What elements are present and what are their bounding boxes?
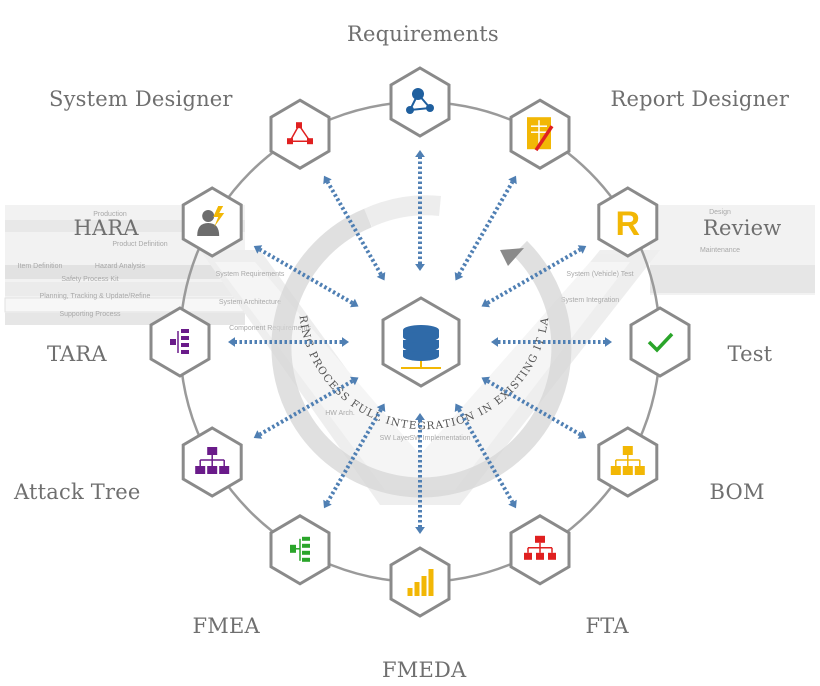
node-hexagon bbox=[269, 98, 331, 170]
label-test: Test bbox=[727, 341, 773, 366]
background-process-text: SW Implementation bbox=[409, 435, 470, 442]
node-review[interactable]: R bbox=[597, 186, 659, 258]
tree-structure-icon bbox=[290, 536, 310, 562]
database-icon bbox=[401, 325, 441, 369]
connector-arrow bbox=[454, 175, 517, 281]
label-fmeda: FMEDA bbox=[382, 657, 467, 682]
connector-arrow bbox=[491, 337, 612, 347]
triangle-nodes-icon bbox=[287, 122, 313, 145]
node-fta[interactable] bbox=[509, 514, 571, 586]
background-process-text: System (Vehicle) Test bbox=[566, 271, 633, 278]
connector-arrow bbox=[323, 403, 386, 509]
label-fmea: FMEA bbox=[192, 613, 260, 638]
node-requirements[interactable] bbox=[389, 66, 451, 138]
node-hexagon bbox=[597, 186, 659, 258]
side-tree-icon bbox=[170, 329, 189, 354]
connector-arrow bbox=[454, 403, 517, 509]
label-hara: HARA bbox=[73, 215, 139, 240]
label-attack-tree: Attack Tree bbox=[14, 479, 141, 504]
background-process-text: Product Definition bbox=[112, 241, 167, 248]
connector-arrow bbox=[228, 337, 349, 347]
tool-nodes: R bbox=[149, 66, 691, 618]
network-graph-icon bbox=[406, 88, 434, 114]
bar-chart-icon bbox=[407, 569, 434, 596]
background-process-text: Supporting Process bbox=[59, 311, 121, 318]
label-requirements: Requirements bbox=[347, 21, 499, 46]
connector-arrow bbox=[481, 376, 587, 439]
background-process-text: Component Requirements bbox=[229, 325, 311, 332]
background-process-text: System Integration bbox=[561, 297, 619, 304]
connector-arrow bbox=[253, 376, 359, 439]
cycle-arrowhead bbox=[500, 248, 524, 266]
cube-hierarchy-icon bbox=[610, 446, 645, 475]
background-process-text: System Requirements bbox=[216, 271, 285, 278]
node-tara[interactable] bbox=[149, 306, 211, 378]
label-report-designer: Report Designer bbox=[610, 86, 790, 111]
background-process-text: Design bbox=[709, 209, 731, 216]
background-process-text: Production bbox=[93, 211, 127, 218]
hierarchy-icon bbox=[195, 447, 230, 474]
person-lightning-icon bbox=[197, 206, 225, 236]
node-bom[interactable] bbox=[597, 426, 659, 498]
background-process-text: HW Arch. bbox=[325, 410, 355, 417]
background-process-text: SW Layer bbox=[380, 435, 411, 442]
center-hub[interactable] bbox=[381, 296, 461, 388]
background-process-text: Item Definition bbox=[18, 263, 63, 270]
label-system-designer: System Designer bbox=[49, 86, 233, 111]
background-process-text: System Architecture bbox=[219, 299, 281, 306]
node-hexagon bbox=[389, 546, 451, 618]
label-tara: TARA bbox=[47, 341, 107, 366]
node-hexagon bbox=[629, 306, 691, 378]
node-fmeda[interactable] bbox=[389, 546, 451, 618]
connector-arrows bbox=[228, 150, 612, 534]
letter-r-icon: R bbox=[616, 205, 641, 243]
node-system-designer[interactable] bbox=[269, 98, 331, 170]
svg-text:R: R bbox=[616, 205, 641, 243]
label-bom: BOM bbox=[709, 479, 765, 504]
label-fta: FTA bbox=[585, 613, 629, 638]
connector-arrow bbox=[415, 150, 425, 271]
checkmark-icon bbox=[647, 332, 674, 353]
connector-arrow bbox=[253, 245, 359, 308]
node-fmea[interactable] bbox=[269, 514, 331, 586]
node-hexagon bbox=[149, 306, 211, 378]
node-attack-tree[interactable] bbox=[181, 426, 243, 498]
document-pencil-icon bbox=[527, 117, 554, 152]
process-cycle-arrow bbox=[271, 195, 572, 498]
background-process-text: Hazard Analysis bbox=[95, 263, 146, 270]
connector-arrow bbox=[481, 245, 587, 308]
node-hexagon bbox=[389, 66, 451, 138]
node-test[interactable] bbox=[629, 306, 691, 378]
background-process-text: Planning, Tracking & Update/Refine bbox=[40, 293, 151, 300]
connector-arrow bbox=[323, 175, 386, 281]
node-hexagon bbox=[181, 186, 243, 258]
node-report-designer[interactable] bbox=[509, 98, 571, 170]
fault-tree-icon bbox=[524, 535, 556, 560]
node-hara[interactable] bbox=[181, 186, 243, 258]
background-process-text: Maintenance bbox=[700, 247, 740, 254]
label-review: Review bbox=[703, 215, 782, 240]
background-process-text: Safety Process Kit bbox=[61, 276, 118, 283]
connector-arrow bbox=[415, 413, 425, 534]
